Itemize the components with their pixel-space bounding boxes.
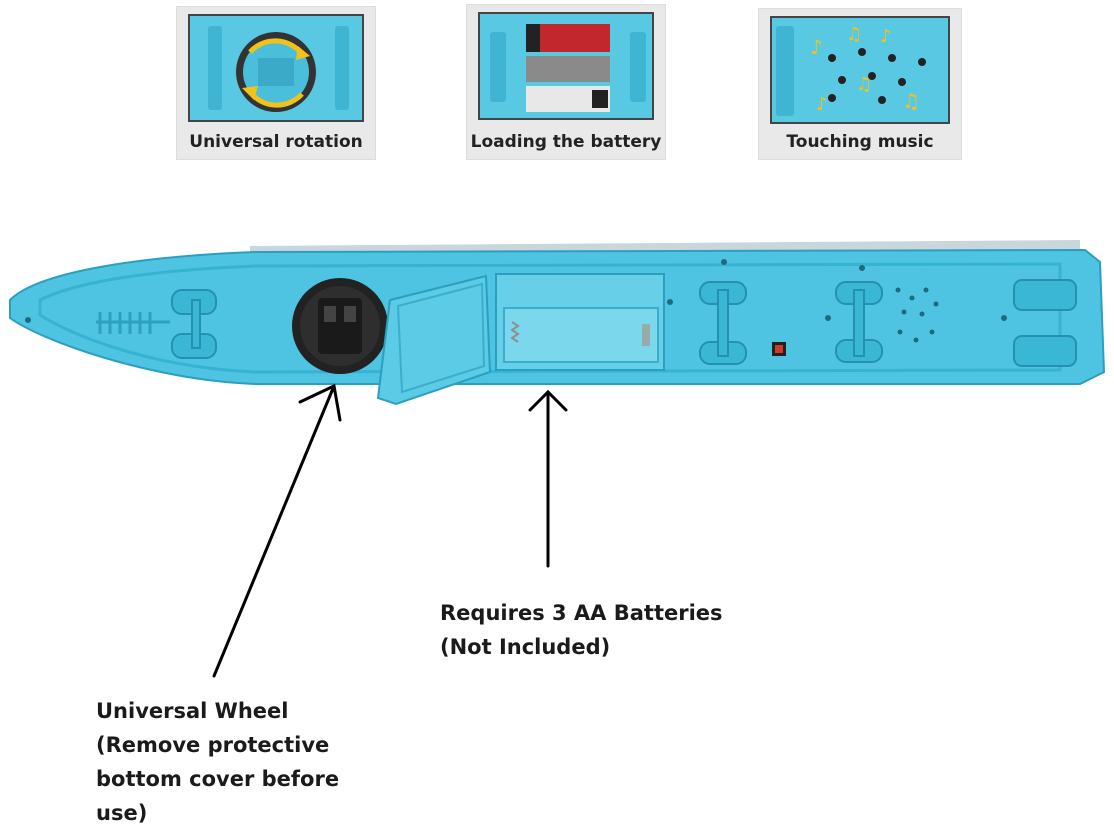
- thumbnail-universal-rotation: Universal rotation: [176, 6, 376, 160]
- battery-icon: [480, 14, 652, 118]
- rotation-photo: [188, 14, 364, 122]
- wheel-annotation-line1: Universal Wheel: [96, 699, 289, 723]
- battery-annotation-line1: Requires 3 AA Batteries: [440, 601, 723, 625]
- rotation-icon: [190, 16, 362, 120]
- battery-annotation-line2: (Not Included): [440, 635, 611, 659]
- thumbnail-touching-music: ♪ ♫ ♪ ♫ ♪ ♫ Touching music: [758, 8, 962, 160]
- wheel-annotation: Universal Wheel (Remove protective botto…: [96, 694, 339, 830]
- svg-text:♪: ♪: [816, 94, 828, 115]
- svg-text:♫: ♫: [846, 24, 862, 45]
- wheel-annotation-line2: (Remove protective: [96, 733, 330, 757]
- svg-text:♫: ♫: [856, 74, 872, 95]
- wheel-annotation-line3: bottom cover before: [96, 767, 340, 791]
- svg-text:♪: ♪: [880, 26, 892, 47]
- thumbnail-caption: Universal rotation: [189, 132, 363, 152]
- wheel-annotation-line4: use): [96, 801, 148, 825]
- thumbnail-caption: Loading the battery: [470, 132, 662, 152]
- thumbnail-caption: Touching music: [786, 132, 934, 152]
- battery-arrow-head: [528, 389, 568, 412]
- music-note-icon: ♪ ♫ ♪ ♫ ♪ ♫: [772, 18, 948, 122]
- svg-text:♪: ♪: [810, 35, 823, 59]
- wheel-arrow-line: [212, 384, 336, 678]
- battery-annotation: Requires 3 AA Batteries (Not Included): [440, 596, 723, 664]
- wheel-arrow-head: [298, 383, 342, 422]
- music-photo: ♪ ♫ ♪ ♫ ♪ ♫: [770, 16, 950, 124]
- svg-text:♫: ♫: [902, 89, 920, 113]
- thumbnail-loading-battery: Loading the battery: [466, 4, 666, 160]
- battery-photo: [478, 12, 654, 120]
